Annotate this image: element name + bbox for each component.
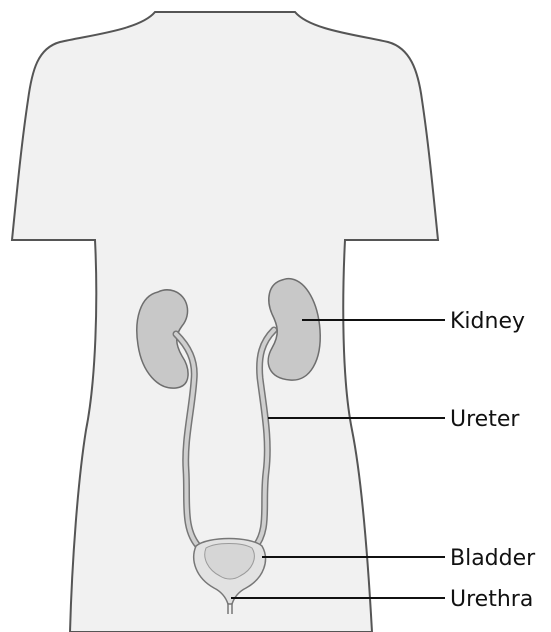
urethra-label: Urethra bbox=[450, 587, 533, 612]
ureter-label: Ureter bbox=[450, 407, 520, 432]
kidney-label: Kidney bbox=[450, 309, 525, 334]
bladder-label: Bladder bbox=[450, 546, 536, 571]
